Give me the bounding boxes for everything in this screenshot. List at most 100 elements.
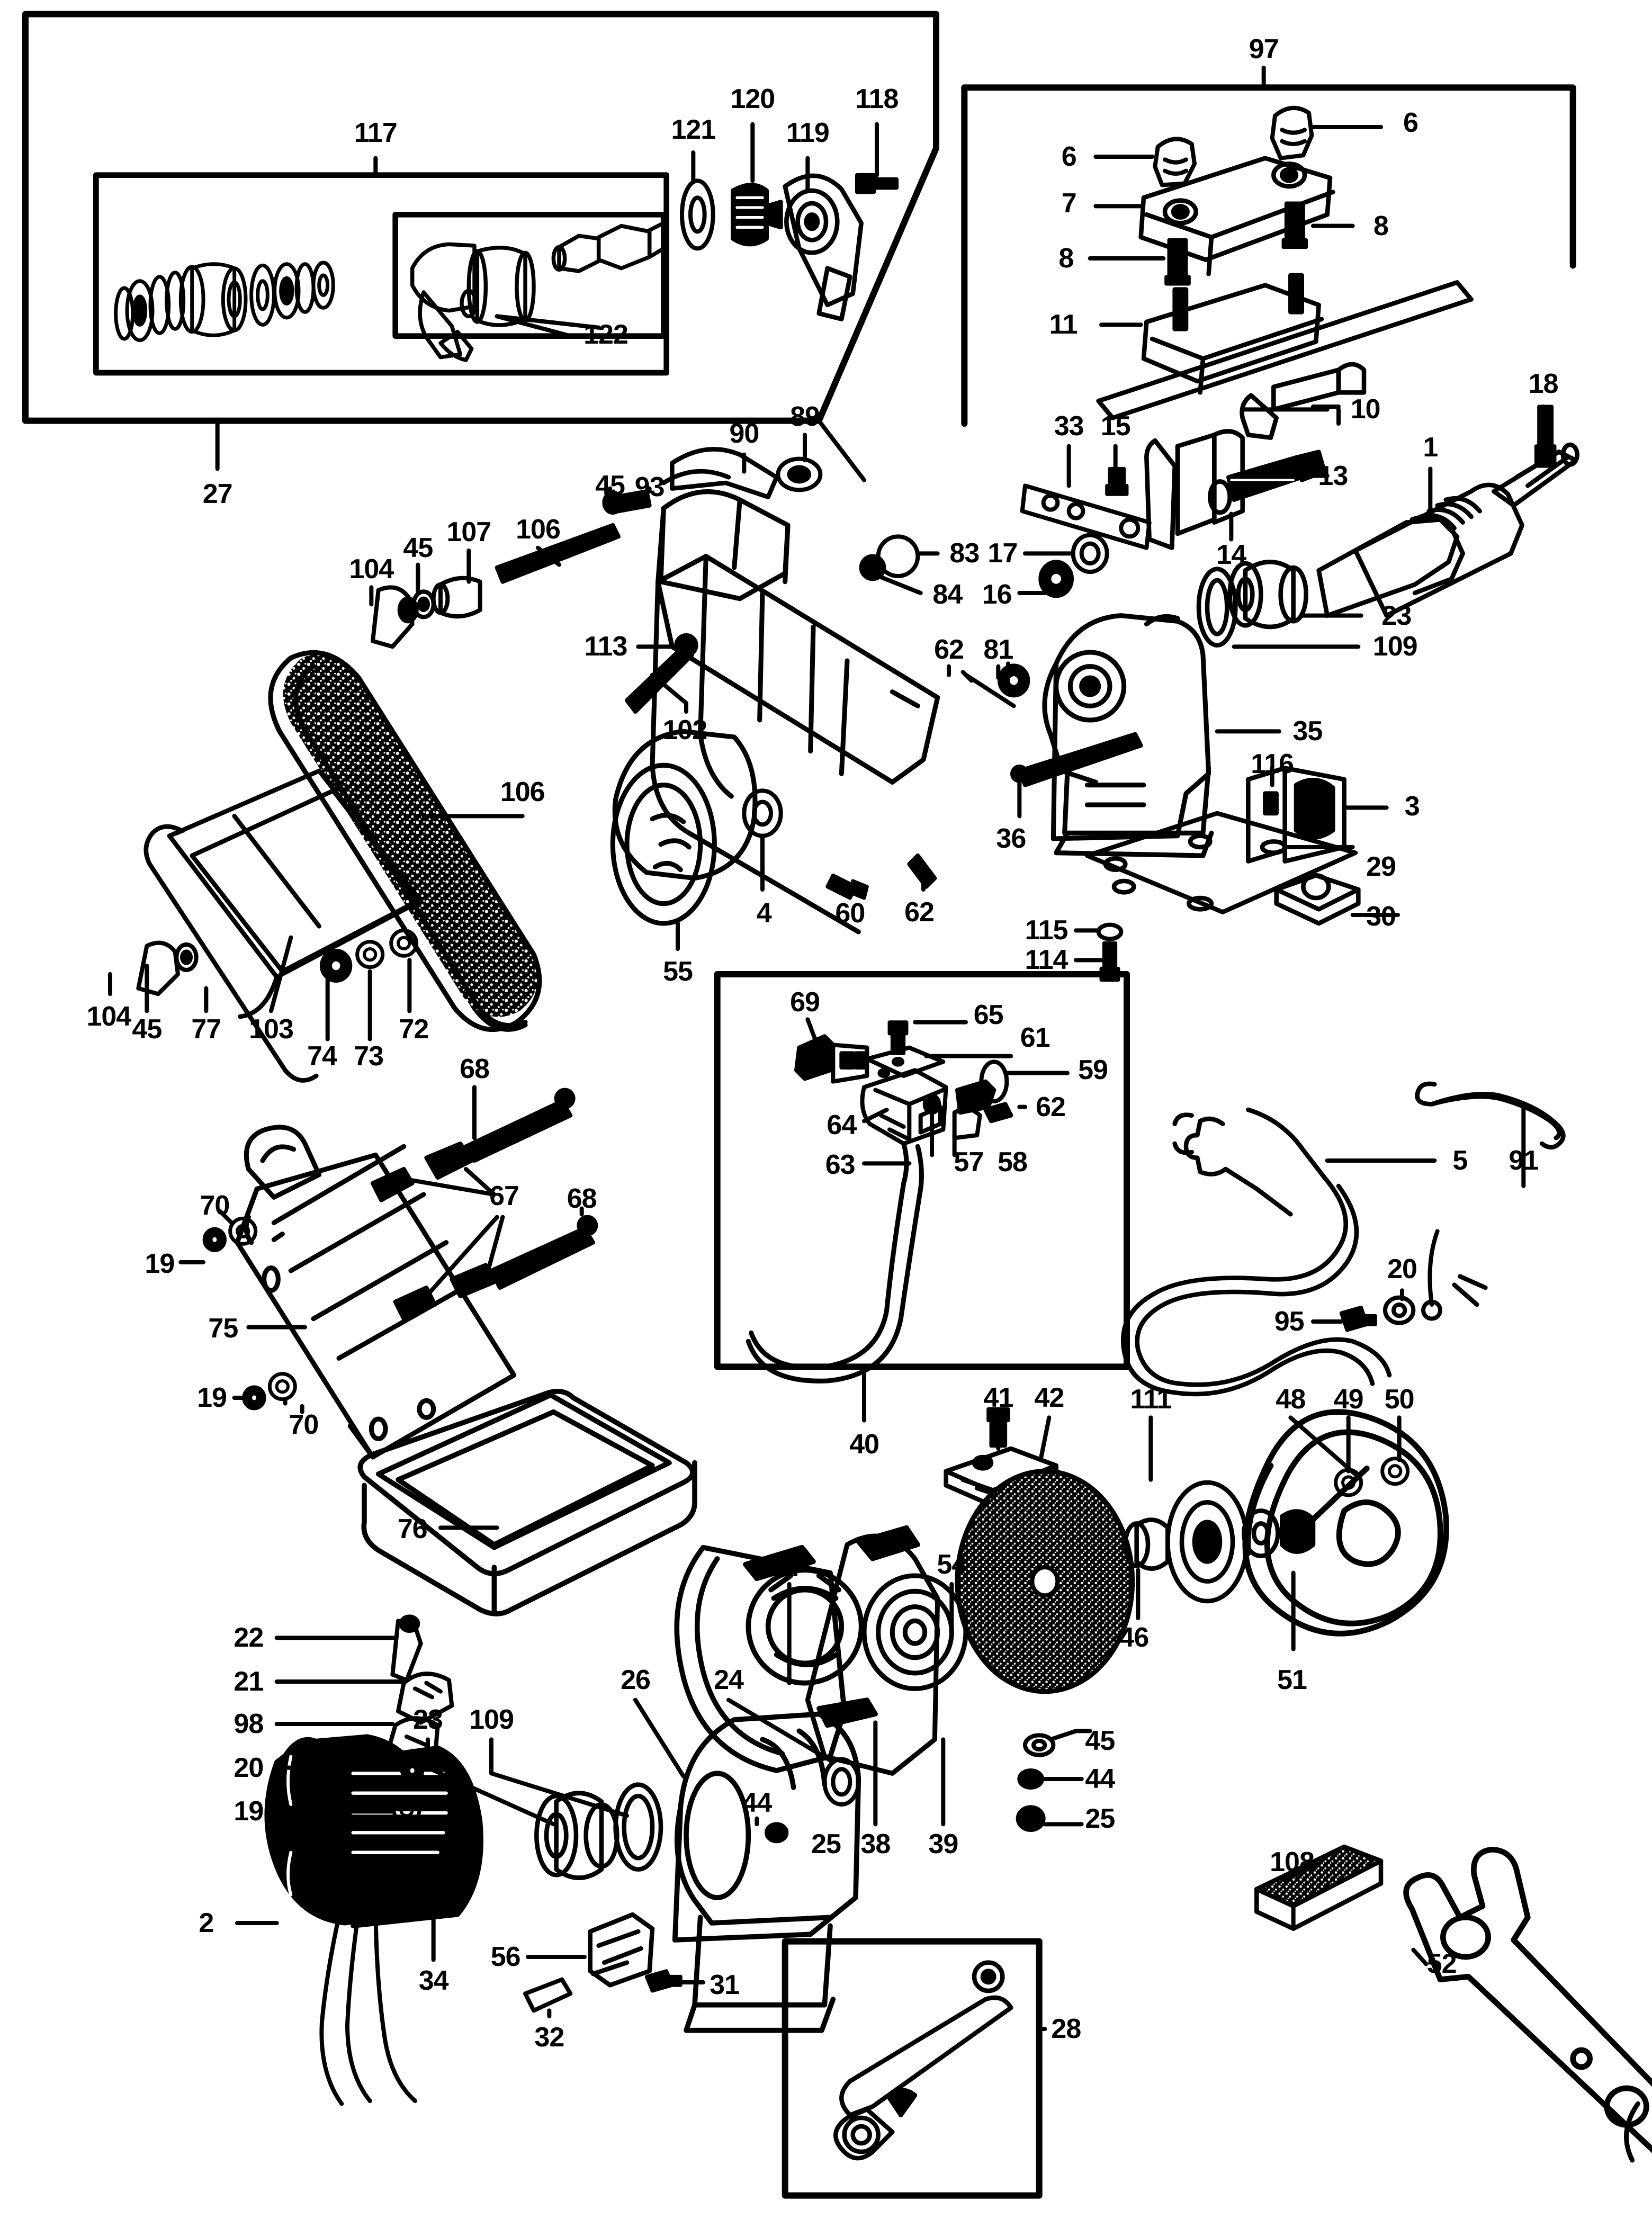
part-number-label: 102 bbox=[662, 714, 707, 745]
part-number-label: 3 bbox=[1404, 790, 1420, 822]
part-number-label: 62 bbox=[1036, 1091, 1066, 1122]
part-number-label: 84 bbox=[932, 579, 963, 610]
part-number-label: 76 bbox=[397, 1514, 428, 1544]
part-number-label: 122 bbox=[583, 319, 629, 350]
part-number-label: 35 bbox=[1292, 716, 1323, 747]
part-number-label: 45 bbox=[403, 532, 433, 563]
part-number-label: 2 bbox=[199, 1908, 214, 1938]
part-number-label: 114 bbox=[1025, 945, 1069, 976]
part-number-label: 49 bbox=[1333, 1383, 1364, 1415]
part-number-label: 117 bbox=[354, 117, 398, 148]
part-number-label: 108 bbox=[1270, 1847, 1315, 1878]
part-number-label: 119 bbox=[786, 117, 830, 148]
part-number-label: 64 bbox=[827, 1110, 857, 1141]
part-number-label: 6 bbox=[1403, 107, 1418, 138]
part-number-label: 62 bbox=[934, 634, 964, 665]
part-number-label: 14 bbox=[1216, 540, 1246, 570]
part-number-label: 19 bbox=[234, 1796, 264, 1827]
part-number-label: 23 bbox=[413, 1704, 443, 1735]
part-number-label: 44 bbox=[1085, 1764, 1115, 1794]
part-number-label: 111 bbox=[1130, 1383, 1172, 1415]
part-number-label: 72 bbox=[399, 1014, 429, 1045]
part-number-label: 20 bbox=[234, 1752, 264, 1783]
part-number-label: 25 bbox=[811, 1828, 841, 1859]
part-number-label: 73 bbox=[354, 1040, 384, 1072]
part-number-label: 24 bbox=[714, 1665, 744, 1696]
part-number-label: 50 bbox=[1384, 1383, 1415, 1415]
part-number-label: 61 bbox=[1020, 1022, 1051, 1053]
part-number-label: 115 bbox=[1025, 915, 1069, 946]
part-number-label: 103 bbox=[249, 1014, 294, 1045]
part-number-label: 60 bbox=[835, 898, 865, 929]
part-number-label: 69 bbox=[790, 987, 820, 1018]
part-number-label: 107 bbox=[446, 517, 491, 548]
part-number-label: 13 bbox=[1318, 460, 1348, 491]
part-number-label: 31 bbox=[710, 1970, 740, 2001]
part-number-label: 4 bbox=[756, 898, 772, 929]
part-number-label: 5 bbox=[1452, 1145, 1468, 1176]
part-number-label: 52 bbox=[1426, 1948, 1457, 1980]
part-number-label: 54 bbox=[937, 1549, 967, 1580]
part-number-label: 11 bbox=[1049, 309, 1078, 340]
part-number-label: 46 bbox=[1119, 1622, 1149, 1654]
part-number-label: 59 bbox=[1078, 1055, 1108, 1086]
part-number-label: 10 bbox=[1350, 394, 1381, 425]
part-number-label: 41 bbox=[983, 1382, 1013, 1413]
part-number-label: 55 bbox=[663, 956, 693, 987]
part-number-label: 113 bbox=[584, 631, 628, 662]
part-number-label: 38 bbox=[860, 1828, 891, 1859]
part-number-label: 77 bbox=[191, 1014, 221, 1045]
part-number-label: 37 bbox=[774, 1552, 805, 1583]
part-number-label: 42 bbox=[1034, 1382, 1064, 1413]
part-number-label: 68 bbox=[567, 1183, 597, 1214]
part-number-label: 118 bbox=[855, 83, 899, 114]
part-number-label: 62 bbox=[904, 896, 935, 928]
part-number-label: 8 bbox=[1373, 210, 1389, 241]
part-number-label: 58 bbox=[998, 1146, 1028, 1178]
part-number-label: 83 bbox=[949, 538, 980, 569]
part-number-label: 15 bbox=[1100, 411, 1131, 442]
part-number-label: 51 bbox=[1277, 1665, 1307, 1696]
part-number-label: 56 bbox=[490, 1942, 521, 1972]
part-number-label: 121 bbox=[671, 114, 716, 146]
part-number-label: 104 bbox=[86, 1001, 131, 1032]
part-number-label: 6 bbox=[1061, 141, 1077, 172]
part-number-label: 65 bbox=[973, 1000, 1004, 1031]
part-number-label: 25 bbox=[1085, 1803, 1115, 1834]
part-number-label: 29 bbox=[1366, 851, 1396, 883]
part-number-label: 21 bbox=[234, 1666, 264, 1697]
part-number-label: 93 bbox=[634, 472, 665, 502]
part-number-label: 75 bbox=[208, 1313, 238, 1344]
part-number-label: 45 bbox=[1085, 1726, 1115, 1756]
part-number-label: 40 bbox=[849, 1429, 879, 1460]
part-number-label: 20 bbox=[1387, 1254, 1417, 1285]
part-number-label: 109 bbox=[1372, 631, 1418, 662]
part-number-label: 22 bbox=[234, 1622, 264, 1654]
part-number-label: 98 bbox=[234, 1709, 264, 1739]
part-number-label: 91 bbox=[1509, 1145, 1539, 1176]
part-number-label: 81 bbox=[983, 634, 1013, 665]
part-number-label: 17 bbox=[987, 538, 1018, 569]
part-number-label: 95 bbox=[1274, 1306, 1305, 1337]
part-number-label: 67 bbox=[489, 1180, 519, 1211]
part-number-label: 19 bbox=[197, 1382, 227, 1413]
part-number-label: 63 bbox=[825, 1149, 856, 1180]
part-number-label: 1 bbox=[1423, 432, 1438, 463]
part-number-label: 90 bbox=[729, 418, 759, 449]
part-number-label: 45 bbox=[595, 470, 625, 501]
part-number-label: 36 bbox=[996, 823, 1026, 854]
part-number-label: 30 bbox=[1366, 901, 1396, 932]
part-number-label: 68 bbox=[460, 1053, 490, 1084]
part-number-label: 104 bbox=[349, 553, 394, 585]
part-number-label: 44 bbox=[742, 1787, 772, 1819]
part-number-label: 97 bbox=[1249, 34, 1279, 65]
part-number-label: 18 bbox=[1528, 369, 1559, 400]
part-number-label: 16 bbox=[982, 579, 1012, 610]
part-number-label: 116 bbox=[1251, 748, 1294, 779]
part-number-label: 70 bbox=[289, 1409, 319, 1440]
part-number-label: 8 bbox=[1058, 243, 1074, 274]
part-number-label: 28 bbox=[1051, 2014, 1081, 2044]
part-number-label: 32 bbox=[534, 2022, 564, 2053]
